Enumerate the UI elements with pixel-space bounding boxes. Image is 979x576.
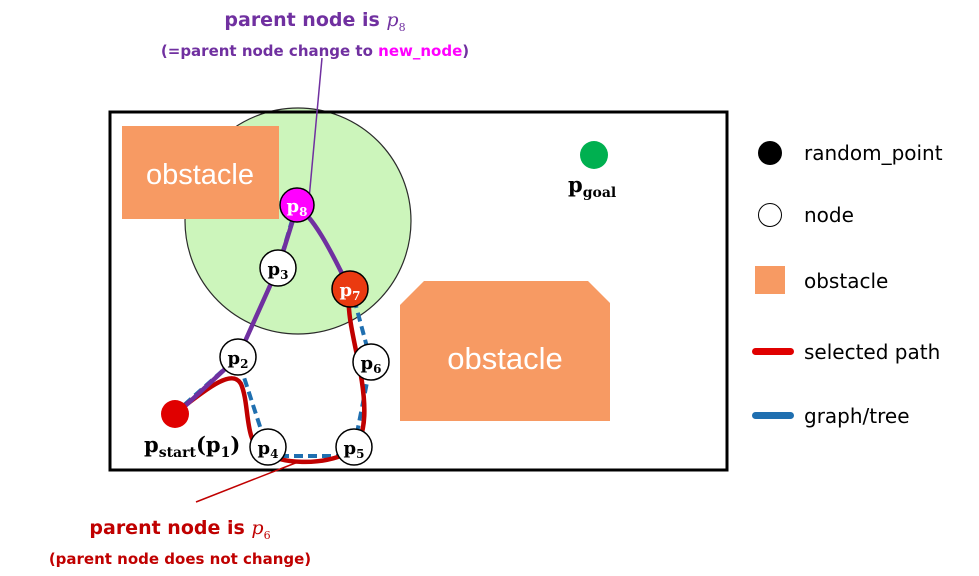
legend-item-selected-path: selected path bbox=[752, 337, 972, 367]
svg-text:p6: p6 bbox=[361, 353, 382, 376]
legend-item-obstacle: obstacle bbox=[752, 266, 972, 296]
start-point bbox=[161, 400, 189, 428]
callout-bottom-line2: (parent node does not change) bbox=[48, 549, 312, 568]
node-p5: p5 bbox=[335, 428, 373, 466]
graph-tree-icon bbox=[752, 412, 794, 419]
callout-leader-top bbox=[307, 57, 323, 211]
selected-path-purple bbox=[167, 204, 353, 423]
obstacle-right bbox=[400, 281, 610, 421]
random-point-icon bbox=[758, 141, 782, 165]
callout-leader-bottom bbox=[195, 461, 299, 503]
node-p6: p6 bbox=[352, 343, 390, 381]
svg-text:p4: p4 bbox=[258, 438, 279, 461]
svg-text:p5: p5 bbox=[344, 438, 365, 461]
legend-item-random-point: random_point bbox=[752, 138, 972, 168]
goal-point bbox=[580, 141, 608, 169]
svg-text:p2: p2 bbox=[228, 348, 249, 371]
legend-item-node: node bbox=[752, 200, 972, 230]
svg-text:p7: p7 bbox=[340, 280, 361, 303]
node-p8: p8 bbox=[279, 187, 315, 223]
callout-top-line1: parent node is p8 bbox=[224, 9, 406, 34]
selected-path-icon bbox=[752, 348, 794, 355]
obstacle-label-2: obstacle bbox=[447, 341, 562, 376]
obstacle-icon bbox=[755, 266, 785, 294]
goal-label: pgoal bbox=[568, 172, 616, 201]
node-p3: p3 bbox=[259, 249, 297, 287]
callout-parent-p6: parent node is p6 (parent node does not … bbox=[10, 516, 350, 570]
start-label: pstart(p1) bbox=[144, 432, 240, 461]
node-icon bbox=[758, 203, 782, 227]
callout-parent-p8: parent node is p8 (=parent node change t… bbox=[120, 8, 510, 62]
legend-item-graph-tree: graph/tree bbox=[752, 401, 972, 431]
callout-bottom-line1: parent node is p6 bbox=[89, 517, 271, 542]
obstacle-label-1: obstacle bbox=[146, 159, 254, 191]
node-p4: p4 bbox=[249, 428, 287, 466]
svg-text:p3: p3 bbox=[268, 259, 289, 282]
node-p7: p7 bbox=[331, 270, 369, 308]
node-p2: p2 bbox=[219, 338, 257, 376]
obstacle-top-left bbox=[122, 126, 279, 219]
svg-text:p8: p8 bbox=[287, 196, 308, 219]
workspace-boundary bbox=[108, 110, 729, 472]
callout-top-line2: (=parent node change to new_node) bbox=[160, 41, 470, 60]
